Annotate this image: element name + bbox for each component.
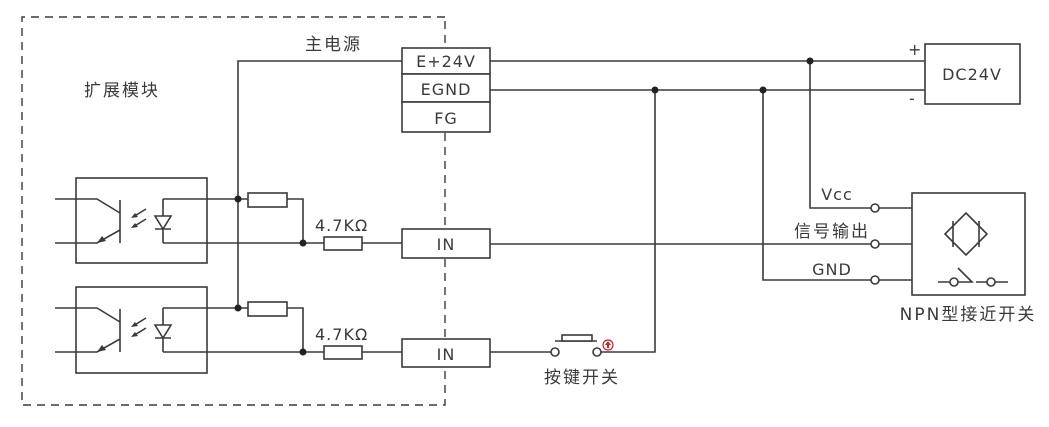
svg-text:DC24V: DC24V: [942, 65, 1002, 84]
junction-dots: [234, 57, 814, 356]
push-button-switch: 按键开关: [544, 334, 620, 388]
resistor-value: 4.7KΩ: [315, 216, 368, 235]
wires: [163, 60, 925, 353]
dc24v-power-supply: DC24V + -: [908, 40, 1021, 108]
svg-text:按键开关: 按键开关: [544, 368, 620, 388]
svg-text:-: -: [909, 89, 916, 108]
input-resistor: [323, 345, 363, 360]
svg-text:GND: GND: [812, 260, 852, 279]
svg-text:Vcc: Vcc: [821, 185, 853, 204]
module-label: 扩展模块: [84, 81, 160, 101]
terminal-fg: FG: [434, 109, 458, 128]
pullup-resistor: [247, 301, 288, 317]
pullup-resistor: [247, 192, 288, 208]
pin-vcc: [870, 203, 880, 213]
pin-signal: [870, 239, 880, 249]
svg-text:NPN型接近开关: NPN型接近开关: [900, 305, 1037, 325]
terminal-egnd: EGND: [421, 80, 472, 99]
optocoupler-2: [55, 286, 208, 374]
svg-text:+: +: [908, 40, 922, 59]
npn-proximity-switch: Vcc 信号输出 GND NPN型接近开关: [794, 185, 1037, 325]
input-channel-2: 4.7KΩ IN: [247, 301, 491, 368]
optocoupler-1: [55, 177, 208, 264]
input-terminal-label: IN: [437, 345, 456, 364]
terminal-e24v: E+24V: [416, 52, 476, 71]
module-boundary: [21, 16, 446, 406]
input-resistor: [323, 236, 363, 251]
power-terminal-block: E+24V EGND FG: [401, 47, 491, 133]
svg-text:信号输出: 信号输出: [794, 222, 870, 242]
resistor-value: 4.7KΩ: [315, 325, 368, 344]
input-terminal-label: IN: [437, 235, 456, 254]
power-label: 主电源: [305, 35, 362, 55]
input-channel-1: 4.7KΩ IN: [247, 192, 491, 259]
pin-gnd: [870, 275, 880, 285]
